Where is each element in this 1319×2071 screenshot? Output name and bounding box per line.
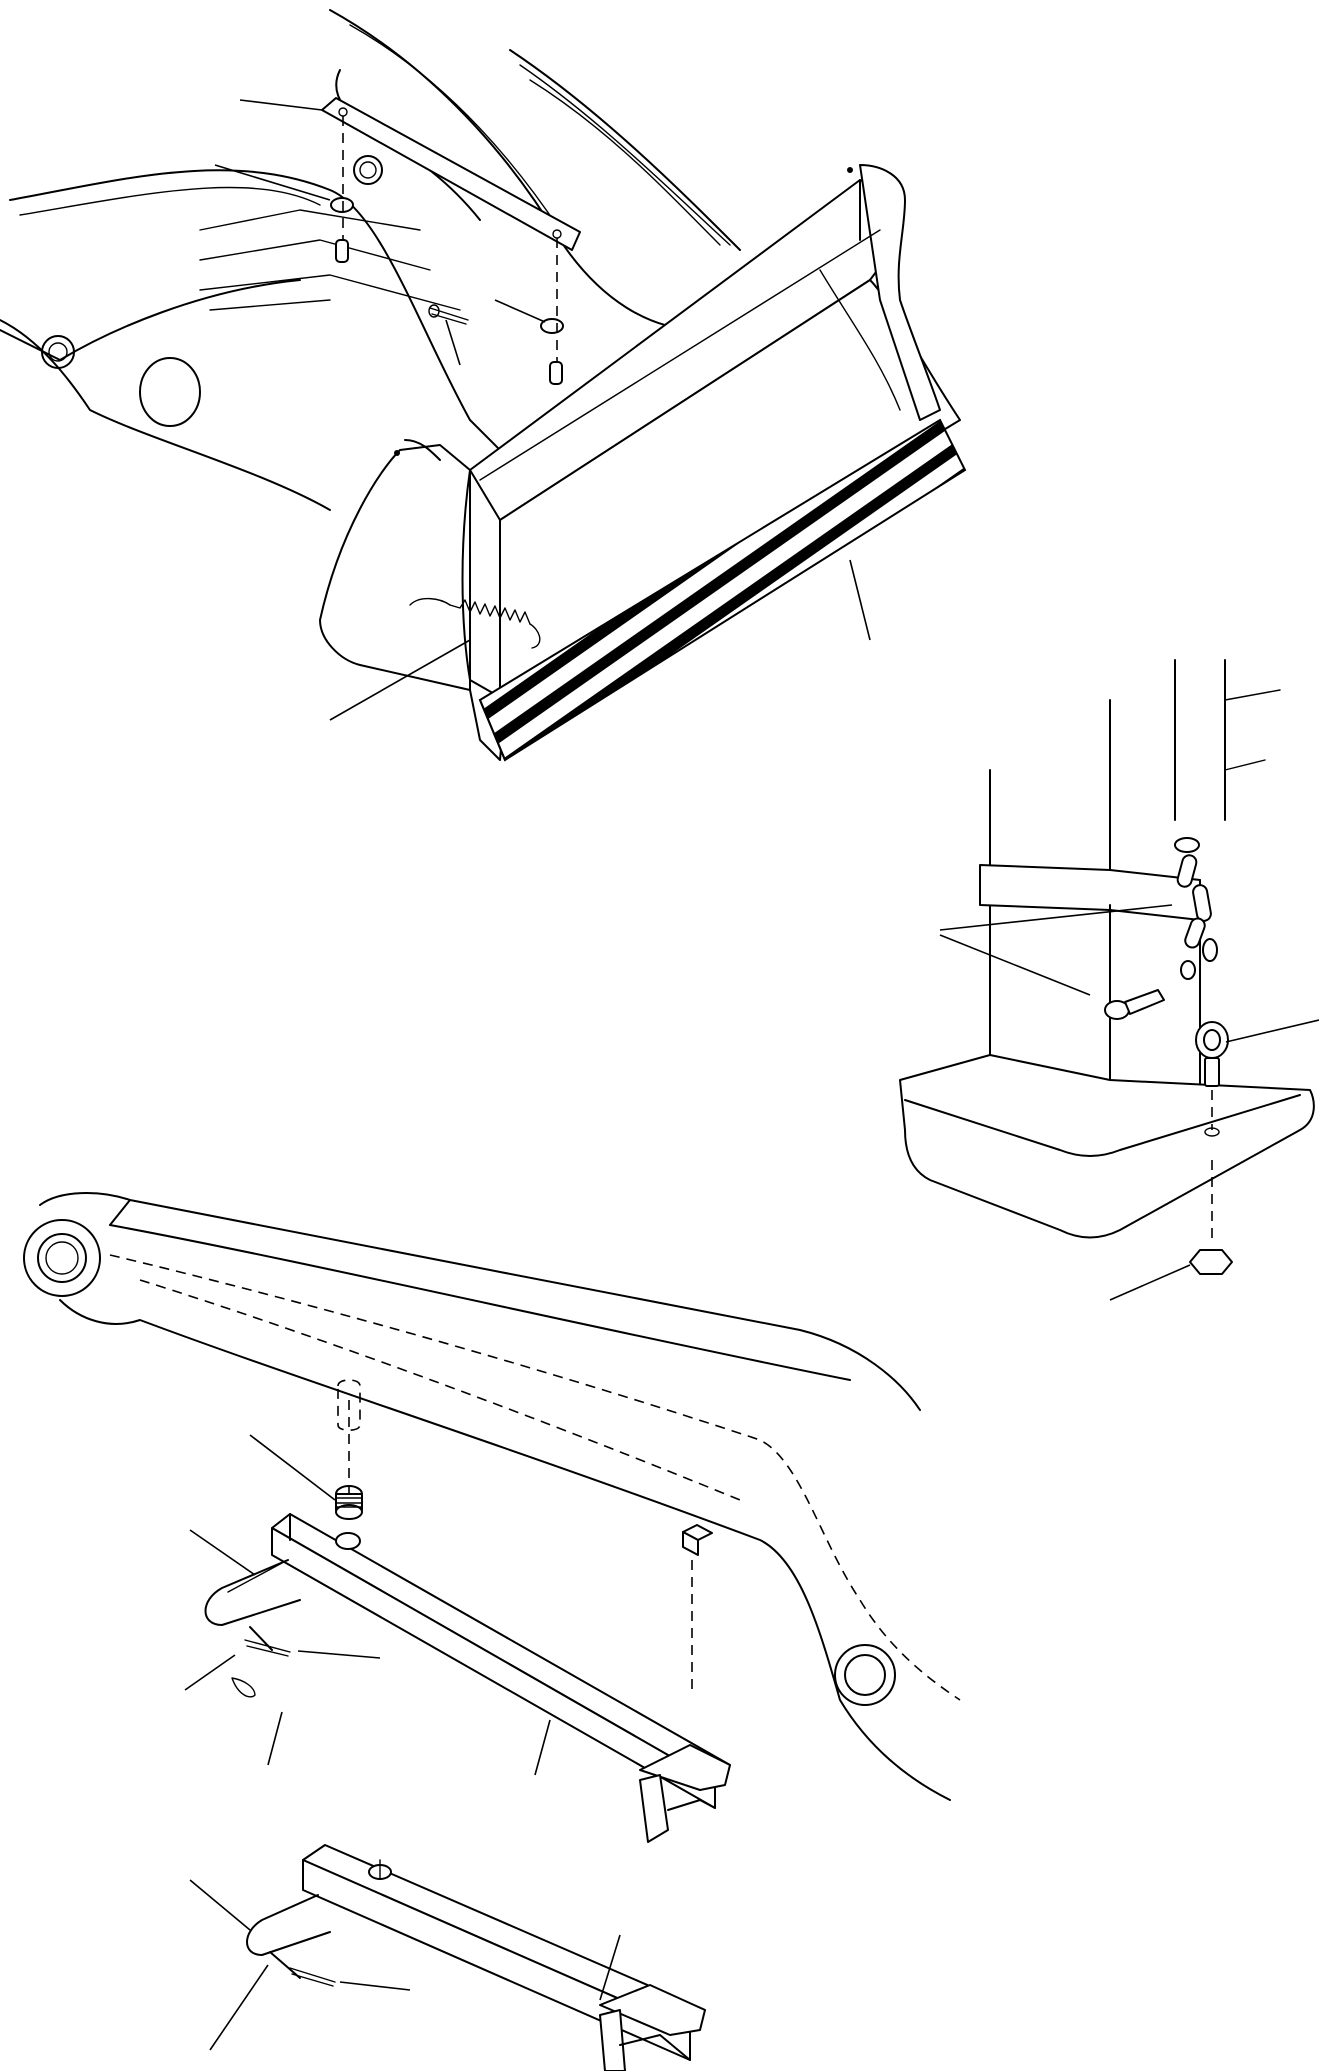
pin: [549, 361, 563, 385]
callout-leader: [267, 1711, 283, 1766]
cotter-pin: [428, 304, 469, 325]
callout-leader: [209, 1964, 269, 2051]
callout-leader: [445, 319, 461, 366]
callout-leader: [534, 1719, 551, 1776]
callout-leader: [1109, 1264, 1191, 1301]
callout-leader: [939, 904, 1173, 931]
callout-leader: [297, 1650, 381, 1659]
callout-leader: [599, 1934, 621, 2001]
locking-stub: [682, 1524, 713, 1690]
pin: [335, 239, 349, 263]
boom-arm-assembly: [23, 1192, 961, 1843]
lock-bar-variant-assembly: [189, 1844, 706, 2071]
washer: [330, 197, 354, 213]
chain: [1174, 837, 1218, 980]
loader-arm-right: [329, 9, 741, 331]
hook-pin: [204, 1559, 301, 1626]
callout-leader: [184, 1654, 236, 1691]
strap-bar: [321, 97, 581, 251]
loader-bucket-assembly: [0, 9, 967, 762]
callout-leader: [189, 1529, 256, 1576]
callout-leader: [189, 1879, 251, 1931]
callout-leader: [849, 559, 871, 641]
eye-bolt: [1104, 989, 1165, 1020]
callout-leader: [329, 639, 471, 721]
loader-arm-left: [0, 169, 521, 511]
eye-bolt: [1195, 1021, 1229, 1130]
nut: [1189, 1249, 1233, 1275]
callout-leader: [1225, 1019, 1319, 1043]
callout-leader: [239, 99, 323, 111]
hook-pin: [246, 1894, 331, 1956]
callout-leader: [494, 299, 546, 323]
callout-leader: [214, 164, 331, 201]
callout-leader: [939, 934, 1091, 996]
clip: [231, 1677, 256, 1698]
spring: [409, 597, 541, 649]
cotter-pin: [244, 1626, 291, 1657]
callout-leader: [339, 1981, 411, 1991]
pillar-base-assembly: [899, 659, 1319, 1301]
callout-leader: [249, 1434, 336, 1501]
cotter-pin: [269, 1951, 336, 1987]
lock-bar: [271, 1513, 731, 1843]
